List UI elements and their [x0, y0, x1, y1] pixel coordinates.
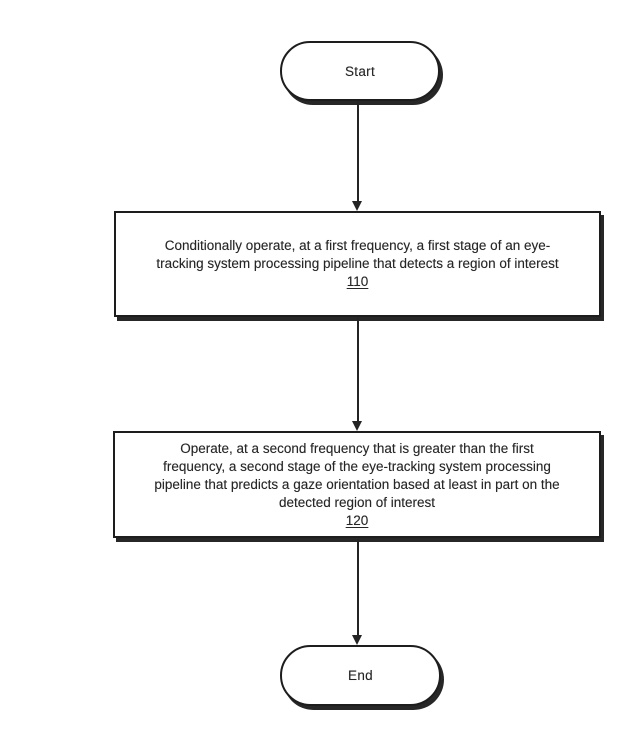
arrowhead-icon	[352, 635, 362, 645]
end-label: End	[348, 668, 373, 683]
flow-arrow-line-start-to-110	[357, 102, 359, 202]
process-110-text-line: Conditionally operate, at a first freque…	[164, 238, 551, 253]
process-box-110: Conditionally operate, at a first freque…	[114, 211, 601, 317]
process-120-text-line: frequency, a second stage of the eye-tra…	[163, 458, 551, 474]
arrowhead-icon	[352, 201, 362, 211]
process-110-ref: 110	[346, 274, 369, 289]
process-120-text-line: detected region of interest	[278, 494, 436, 510]
start-terminator: Start	[280, 41, 440, 101]
start-label: Start	[344, 63, 375, 79]
process-120-text-line: Operate, at a second frequency that is g…	[180, 440, 534, 456]
process-120-ref: 120	[345, 512, 369, 528]
process-box-120: Operate, at a second frequency that is g…	[113, 431, 601, 538]
flow-arrow-line-120-to-end	[357, 539, 359, 636]
end-terminator: End	[280, 645, 441, 706]
process-110-text-line: tracking system processing pipeline that…	[156, 256, 559, 271]
flow-arrow-line-110-to-120	[357, 318, 359, 422]
arrowhead-icon	[352, 421, 362, 431]
process-120-text-line: pipeline that predicts a gaze orientatio…	[154, 476, 560, 492]
